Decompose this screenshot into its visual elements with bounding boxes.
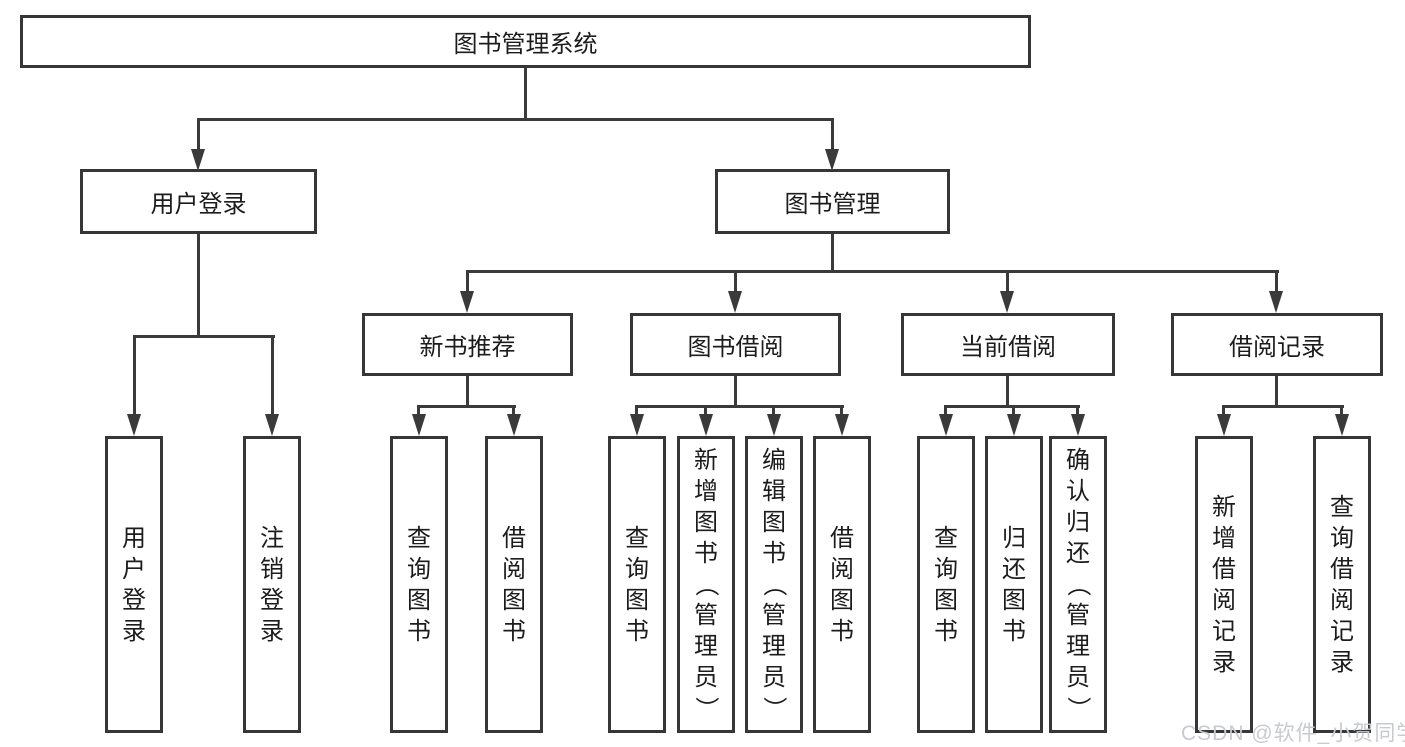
node-user-login: 用户登录 bbox=[80, 169, 317, 234]
leaf-edit-book-admin: 编辑图书（管理员） bbox=[745, 436, 803, 733]
arrowhead-leaf-user-login bbox=[127, 414, 141, 436]
node-book-borrow: 图书借阅 bbox=[630, 313, 841, 376]
arrowhead-query-books-1 bbox=[412, 414, 426, 436]
connector-new-book-recommend-horizontal bbox=[417, 405, 516, 408]
arrow-stem-query-borrow-record bbox=[1340, 405, 1343, 417]
connector-book-borrow-vertical bbox=[734, 376, 737, 408]
arrow-stem-edit-book-admin bbox=[772, 405, 775, 417]
leaf-add-book-admin: 新增图书（管理员） bbox=[677, 436, 735, 733]
connector-root-vertical bbox=[524, 68, 527, 121]
leaf-query-books-3: 查询图书 bbox=[917, 436, 975, 733]
node-current-borrow: 当前借阅 bbox=[901, 313, 1115, 376]
arrowhead-add-book-admin bbox=[699, 414, 713, 436]
arrow-stem-borrow-books-1 bbox=[512, 405, 515, 417]
arrowhead-add-borrow-record bbox=[1217, 414, 1231, 436]
node-borrow-records: 借阅记录 bbox=[1171, 313, 1383, 376]
arrow-stem-leaf-logout bbox=[271, 335, 274, 416]
arrowhead-book-borrow bbox=[728, 291, 742, 313]
connector-current-borrow-vertical bbox=[1006, 376, 1009, 408]
connector-new-book-recommend-vertical bbox=[466, 376, 469, 408]
arrow-stem-current-borrow bbox=[1006, 270, 1009, 294]
arrowhead-edit-book-admin bbox=[767, 414, 781, 436]
arrowhead-new-book-recommend bbox=[460, 291, 474, 313]
arrowhead-current-borrow bbox=[1000, 291, 1014, 313]
arrowhead-borrow-records bbox=[1269, 291, 1283, 313]
arrow-stem-add-book-admin bbox=[704, 405, 707, 417]
connector-root-horizontal bbox=[197, 118, 834, 121]
arrow-stem-book-borrow bbox=[734, 270, 737, 294]
arrowhead-borrow-books-2 bbox=[835, 414, 849, 436]
connector-user-login-horizontal bbox=[133, 335, 275, 338]
leaf-query-books-1: 查询图书 bbox=[390, 436, 448, 733]
arrowhead-borrow-books-1 bbox=[507, 414, 521, 436]
arrowhead-leaf-logout bbox=[265, 414, 279, 436]
arrowhead-confirm-return-admin bbox=[1071, 414, 1085, 436]
connector-borrow-records-horizontal bbox=[1222, 405, 1344, 408]
node-root: 图书管理系统 bbox=[20, 15, 1031, 68]
csdn-watermark: CSDN @软件_小贺同学 bbox=[1181, 722, 1405, 745]
arrow-stem-borrow-records bbox=[1275, 270, 1278, 294]
leaf-logout: 注销登录 bbox=[243, 436, 301, 733]
arrow-stem-user-login bbox=[197, 118, 200, 151]
arrowhead-user-login bbox=[191, 149, 205, 171]
arrow-stem-query-books-3 bbox=[944, 405, 947, 417]
connector-borrow-records-vertical bbox=[1275, 376, 1278, 408]
arrowhead-query-books-3 bbox=[939, 414, 953, 436]
arrow-stem-book-management bbox=[831, 118, 834, 151]
leaf-add-borrow-record: 新增借阅记录 bbox=[1195, 436, 1253, 733]
arrow-stem-leaf-user-login bbox=[133, 335, 136, 416]
arrowhead-query-borrow-record bbox=[1335, 414, 1349, 436]
leaf-query-borrow-record: 查询借阅记录 bbox=[1313, 436, 1371, 733]
arrow-stem-borrow-books-2 bbox=[840, 405, 843, 417]
arrow-stem-query-books-1 bbox=[417, 405, 420, 417]
leaf-borrow-books-1: 借阅图书 bbox=[485, 436, 543, 733]
connector-book-borrow-horizontal bbox=[635, 405, 844, 408]
arrow-stem-return-book bbox=[1012, 405, 1015, 417]
arrow-stem-query-books-2 bbox=[635, 405, 638, 417]
arrow-stem-new-book-recommend bbox=[466, 270, 469, 294]
arrowhead-return-book bbox=[1007, 414, 1021, 436]
arrow-stem-add-borrow-record bbox=[1222, 405, 1225, 417]
arrowhead-book-management bbox=[825, 149, 839, 171]
leaf-return-book: 归还图书 bbox=[985, 436, 1043, 733]
leaf-query-books-2: 查询图书 bbox=[608, 436, 666, 733]
leaf-confirm-return-admin: 确认归还（管理员） bbox=[1049, 436, 1107, 733]
arrowhead-query-books-2 bbox=[630, 414, 644, 436]
node-new-book-recommend: 新书推荐 bbox=[362, 313, 573, 376]
connector-user-login-vertical bbox=[197, 234, 200, 338]
leaf-user-login: 用户登录 bbox=[105, 436, 163, 733]
connector-book-management-vertical bbox=[831, 234, 834, 273]
leaf-borrow-books-2: 借阅图书 bbox=[813, 436, 871, 733]
arrow-stem-confirm-return-admin bbox=[1076, 405, 1079, 417]
connector-book-management-horizontal bbox=[466, 270, 1279, 273]
node-book-management: 图书管理 bbox=[715, 169, 950, 234]
